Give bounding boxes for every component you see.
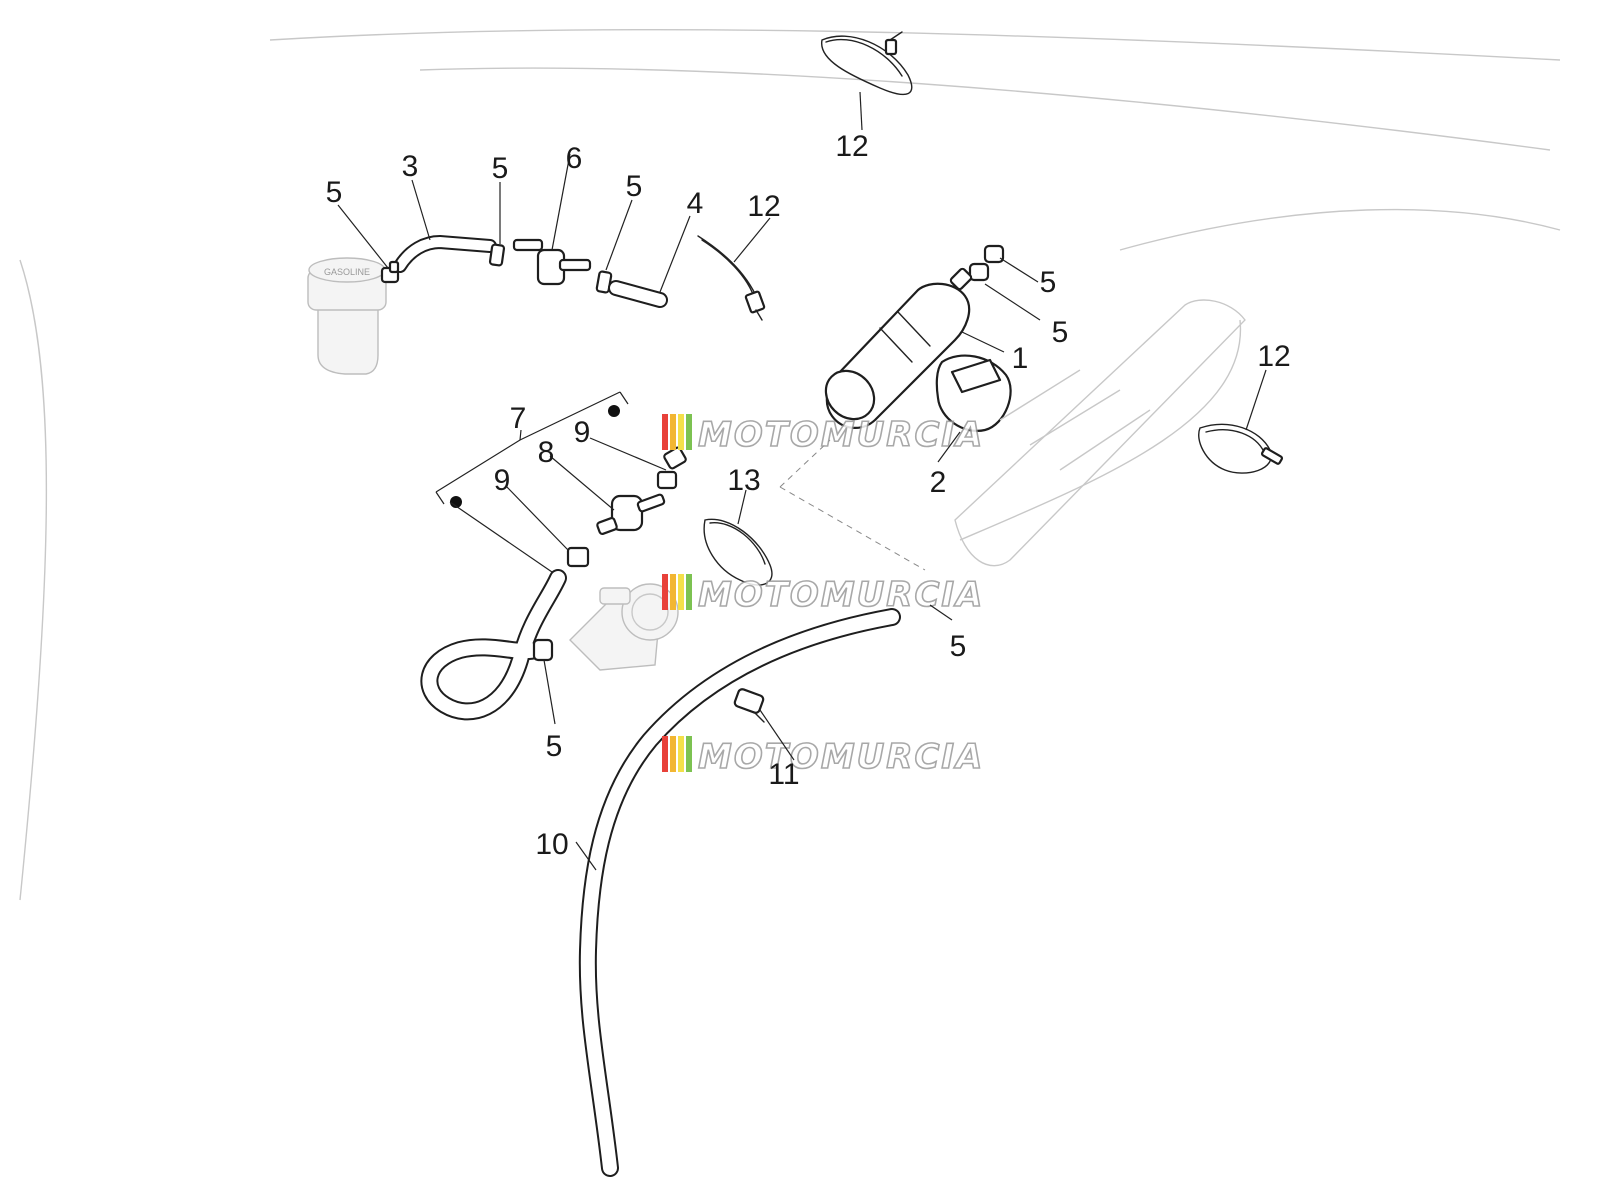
callout-8: 8 [538, 436, 555, 469]
group-7-bracket [435, 391, 629, 508]
callout-3: 3 [402, 150, 419, 183]
callout-5-loop: 5 [546, 730, 563, 763]
hose-10 [578, 608, 901, 1177]
callout-2: 2 [930, 466, 947, 499]
callout-5-canister-lower: 5 [1052, 316, 1069, 349]
callout-9-top: 9 [574, 416, 591, 449]
leader-lines [337, 91, 1267, 871]
watermark-text-2: MOTOMURCIA [698, 575, 984, 615]
canister-strap-2 [935, 354, 1012, 432]
callout-1: 1 [1012, 342, 1029, 375]
background-ghost-frame [19, 28, 1561, 901]
callout-4: 4 [687, 187, 704, 220]
callout-12-middle: 12 [747, 190, 780, 223]
clamp-12-middle [697, 235, 766, 321]
callout-5-hose10: 5 [950, 630, 967, 663]
callout-5-canister-upper: 5 [1040, 266, 1057, 299]
callout-12-right: 12 [1257, 340, 1290, 373]
callout-9-bottom: 9 [494, 464, 511, 497]
callout-labels: 1 2 3 4 5 5 5 5 5 5 5 6 7 8 9 9 10 11 12… [326, 130, 1291, 861]
callout-10: 10 [535, 828, 568, 861]
charcoal-canister-1 [824, 267, 973, 429]
clamp-5-tank [380, 260, 400, 284]
clamp-12-top [821, 31, 913, 96]
valve-8 [596, 493, 666, 535]
clamp-5-a [488, 243, 506, 267]
clamp-11 [733, 688, 765, 723]
clamp-5-canister-top [968, 244, 1005, 282]
callout-12-top: 12 [835, 130, 868, 163]
throttle-body-ghost [569, 583, 679, 671]
callout-5-hose3: 5 [492, 152, 509, 185]
hose-4-end [608, 280, 668, 308]
watermark-text-1: MOTOMURCIA [698, 415, 984, 455]
callout-11: 11 [768, 758, 799, 791]
callout-5-hose4: 5 [626, 170, 643, 203]
one-way-valve-6 [512, 238, 592, 286]
callout-7: 7 [510, 402, 527, 435]
group-7-bullet-b [450, 496, 462, 508]
callout-13: 13 [727, 464, 760, 497]
body-panel-ghost [954, 299, 1246, 567]
group-7-bullet-a [608, 405, 620, 417]
watermark-text-3: MOTOMURCIA [698, 737, 984, 777]
clamp-13 [703, 518, 773, 586]
hose-3 [393, 234, 497, 273]
callout-6: 6 [566, 142, 583, 175]
clamp-5-loop [532, 638, 554, 662]
fitting-9-top [656, 446, 687, 490]
tank-cap-label: GASOLINE [324, 267, 370, 277]
watermark-1: MOTOMURCIA [662, 414, 984, 456]
watermark-3: MOTOMURCIA [662, 736, 984, 778]
fuel-tank-cap-assembly: GASOLINE [307, 257, 387, 375]
fitting-9-bottom [566, 546, 590, 568]
callout-5-tank: 5 [326, 176, 343, 209]
hose-lower-loop [420, 569, 567, 721]
clamp-12-right [1198, 423, 1284, 474]
hose-4 [615, 123, 1025, 401]
